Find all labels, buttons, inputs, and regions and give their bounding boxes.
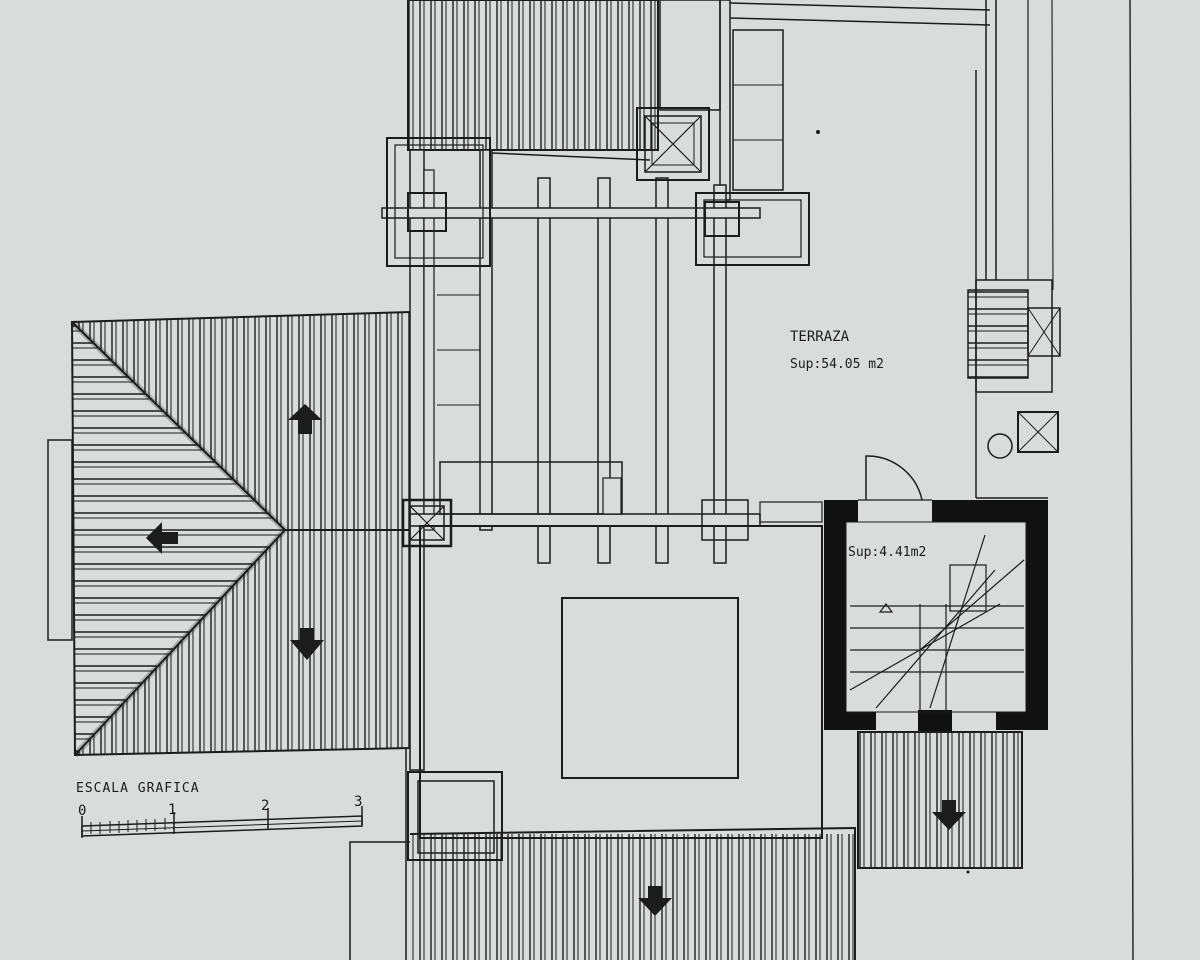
slope-arrow-down-bottom xyxy=(638,886,672,916)
scale-tick-2: 2 xyxy=(261,798,270,814)
top-roof xyxy=(407,0,991,201)
sheet-frame xyxy=(1051,0,1134,960)
pergola xyxy=(381,149,823,839)
stair-box xyxy=(824,455,1048,732)
slope-arrow-left xyxy=(146,522,178,554)
scale-bar xyxy=(81,806,363,838)
scale-tick-0: 0 xyxy=(78,803,87,819)
terraza-edges xyxy=(816,0,1061,499)
terraza-area-label: Sup:54.05 m2 xyxy=(790,357,884,372)
slope-arrow-down-right xyxy=(932,800,966,830)
scale-tick-1: 1 xyxy=(168,802,177,818)
scale-title: ESCALA GRAFICA xyxy=(76,781,200,796)
stair-area-label: Sup:4.41m2 xyxy=(848,545,927,560)
slope-arrow-up xyxy=(288,404,322,434)
pillars xyxy=(386,107,810,861)
terraza-label: TERRAZA xyxy=(790,329,850,345)
left-roof xyxy=(47,310,411,758)
slope-arrow-down-left-roof xyxy=(290,628,324,660)
scale-tick-3: 3 xyxy=(354,794,363,810)
bottom-roofs xyxy=(349,731,1023,960)
